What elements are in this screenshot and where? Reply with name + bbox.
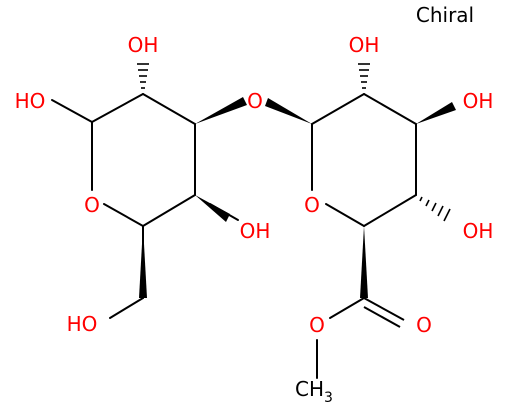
bond <box>329 297 365 319</box>
bond <box>51 99 93 123</box>
bond <box>91 93 144 123</box>
bond <box>363 194 417 227</box>
bond <box>142 194 196 227</box>
atom-label-left-c4-oh: OH <box>240 219 271 243</box>
bond <box>325 203 365 227</box>
atom-label-ester-o: O <box>309 313 325 337</box>
left-ring-bonds <box>51 93 239 319</box>
wedge-bond-right-c6 <box>360 226 368 298</box>
hash <box>431 202 437 212</box>
wedge-bond-glycosidic-right <box>265 98 312 124</box>
bond <box>103 203 144 227</box>
bond <box>142 93 196 125</box>
hashed-bond-right-oh-top <box>358 63 370 89</box>
atom-label-right-ring-o: O <box>304 193 320 217</box>
carbonyl-double-bond <box>363 297 405 328</box>
annotation-chiral: Chiral <box>416 3 474 27</box>
atom-label-right-c2-oh: OH <box>349 33 380 57</box>
bond <box>363 297 405 321</box>
atom-label-left-ring-o: O <box>84 193 100 217</box>
hash <box>443 208 451 222</box>
atom-label-right-c4-oh: OH <box>463 219 494 243</box>
atom-label-left-c6-ho: HO <box>67 312 98 336</box>
hashed-bond-left-oh-top <box>137 63 149 89</box>
bond <box>311 93 365 125</box>
bond <box>109 297 144 319</box>
bond <box>363 93 417 125</box>
atom-label-carbonyl-o: O <box>416 313 432 337</box>
wedge-bond-right-oh-mid <box>416 102 456 124</box>
hashed-bond-right-oh-bottom <box>419 196 451 222</box>
wedge-bond-left-c6 <box>139 226 147 298</box>
hash <box>419 196 423 202</box>
atom-label-bridge-o: O <box>247 89 263 113</box>
methyl-ch: CH <box>295 377 324 401</box>
hash <box>437 205 444 217</box>
atom-label-methyl: CH3 <box>295 377 333 406</box>
atom-label-left-c2-oh: OH <box>128 33 159 57</box>
bond <box>363 306 401 328</box>
methyl-subscript: 3 <box>324 390 333 406</box>
wedge-bond-left-oh-bottom <box>195 195 230 222</box>
atom-label-right-c3-oh: OH <box>463 89 494 113</box>
wedge-bond-glycosidic-left <box>195 97 247 124</box>
right-ring-bonds <box>311 93 417 379</box>
atom-label-left-anomeric-oh: HO <box>15 89 46 113</box>
hash <box>425 199 430 207</box>
